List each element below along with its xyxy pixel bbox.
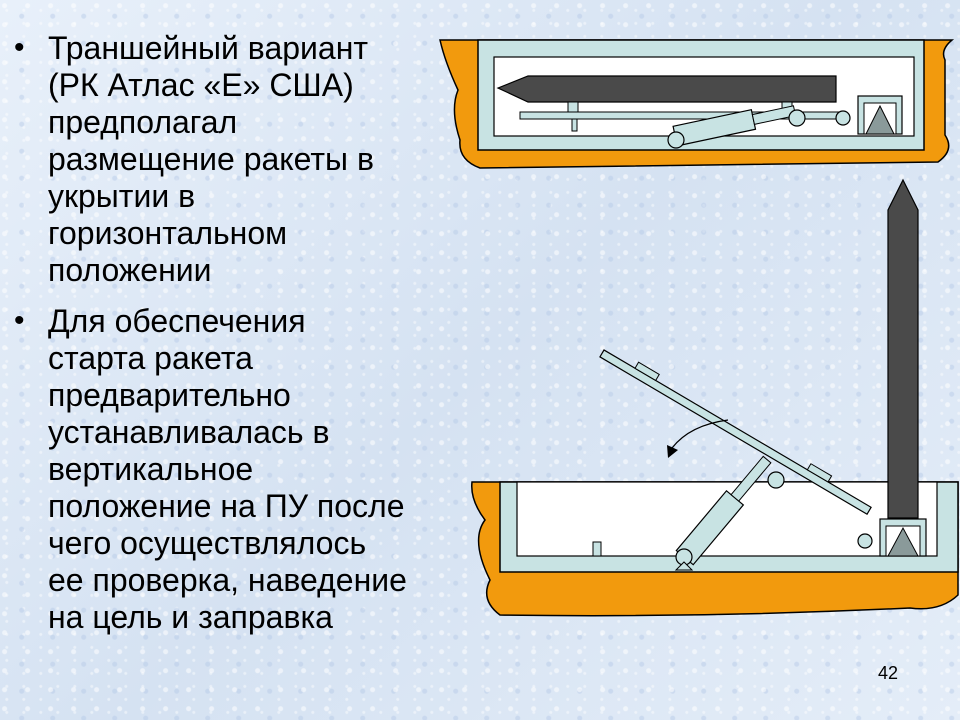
beam-support-1 [571, 118, 578, 132]
storage-trench [439, 39, 955, 169]
erector-beam-tilted [599, 349, 872, 516]
launch-trench [471, 178, 959, 617]
launch-pad-cone-top [865, 104, 895, 135]
page-number: 42 [878, 663, 899, 683]
hydraulic-cylinder-top [672, 105, 797, 147]
hinge-pivot-top [835, 110, 851, 126]
beam-pivot-bottom [767, 471, 785, 489]
floor-post [592, 541, 602, 557]
launch-pad-cone-bottom [887, 526, 919, 557]
missile-horizontal [496, 75, 837, 103]
arrow-head [667, 445, 678, 458]
bullet-dot-icon: • [14, 31, 25, 64]
bullet-item-2: • Для обеспечения старта ракета предвари… [14, 303, 474, 636]
missile-mount-1 [567, 101, 579, 113]
curved-arrow-icon [671, 419, 729, 449]
cylinder-base-bottom [674, 561, 694, 571]
text-block: • Траншейный вариант (РК Атлас «Е» США) … [14, 30, 474, 636]
hydraulic-cylinder-bottom [675, 455, 772, 566]
bullet-text-2: Для обеспечения старта ракета предварите… [48, 303, 407, 635]
bullet-text-1: Траншейный вариант (РК Атлас «Е» США) пр… [48, 30, 374, 288]
hinge-pivot-bottom [857, 533, 873, 549]
beam-pivot-top [788, 109, 806, 127]
missile-vertical [887, 178, 919, 519]
cylinder-pivot-top [667, 131, 685, 149]
bullet-dot-icon: • [14, 304, 25, 337]
bullet-item-1: • Траншейный вариант (РК Атлас «Е» США) … [14, 30, 474, 289]
